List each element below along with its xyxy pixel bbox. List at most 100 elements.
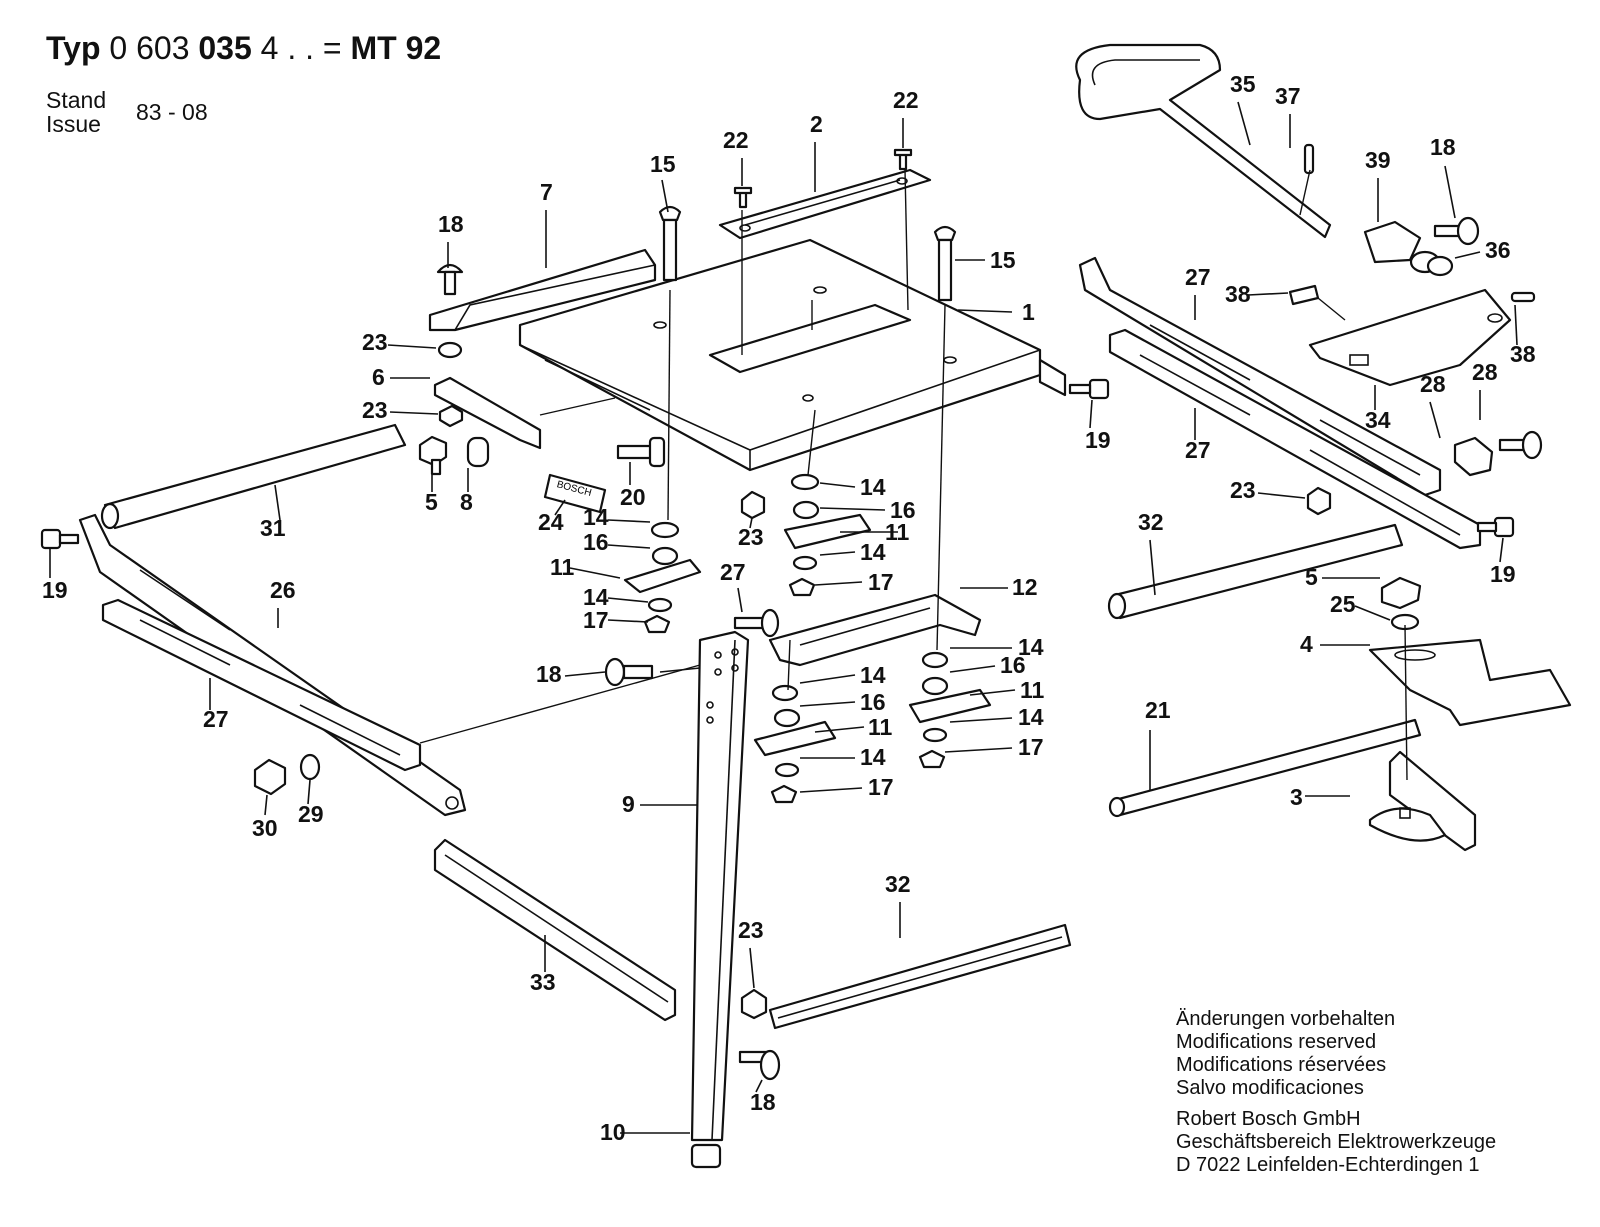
part-number-callout: 37 bbox=[1275, 83, 1301, 109]
bolt-18-upper bbox=[436, 263, 464, 296]
part-number-callout: 23 bbox=[738, 524, 764, 550]
screw-20 bbox=[616, 436, 666, 468]
callout-leader bbox=[661, 179, 669, 213]
part-number-callout: 14 bbox=[860, 744, 886, 770]
callout-leader bbox=[944, 747, 1013, 753]
callout-leader bbox=[737, 587, 743, 613]
part-number-callout: 7 bbox=[540, 179, 553, 205]
slot-plate-part bbox=[718, 168, 932, 240]
part-number-callout: 38 bbox=[1510, 341, 1536, 367]
part-number-callout: 14 bbox=[860, 662, 886, 688]
bolt-28-left bbox=[733, 608, 780, 638]
callout-leader bbox=[949, 717, 1013, 723]
part-number-callout: 1 bbox=[1022, 299, 1035, 325]
part-number-callout: 26 bbox=[270, 577, 296, 603]
part-number-callout: 28 bbox=[1420, 371, 1446, 397]
part-number-callout: 24 bbox=[538, 509, 564, 535]
part-number-callout: 17 bbox=[868, 774, 894, 800]
issue-label: Issue bbox=[46, 111, 101, 137]
callout-leader bbox=[1257, 492, 1306, 499]
screw-19-left bbox=[40, 528, 80, 550]
callout-leader bbox=[1444, 165, 1456, 219]
part-number-callout: 19 bbox=[1085, 427, 1111, 453]
callout-leader bbox=[607, 519, 651, 523]
fence-35-part bbox=[1308, 288, 1512, 387]
stand-label: Stand bbox=[46, 87, 107, 113]
part-number-callout: 39 bbox=[1365, 147, 1391, 173]
bracket-40 bbox=[1363, 220, 1422, 264]
callout-leader bbox=[819, 551, 856, 556]
part-number-callout: 10 bbox=[600, 1119, 626, 1145]
part-number-callout: 23 bbox=[362, 397, 388, 423]
rod-21-part bbox=[1108, 718, 1422, 818]
part-number-callout: 30 bbox=[252, 815, 278, 841]
part-number-callout: 33 bbox=[530, 969, 556, 995]
protractor-3-part bbox=[1368, 750, 1477, 852]
typ-label: Typ bbox=[46, 30, 101, 66]
brace-34-part bbox=[433, 838, 677, 1022]
callout-leader bbox=[749, 517, 753, 529]
callout-leader bbox=[1089, 399, 1093, 429]
clamp-stack-left bbox=[623, 521, 702, 634]
part-number-callout: 6 bbox=[372, 364, 385, 390]
part-number-callout: 27 bbox=[1185, 264, 1211, 290]
callout-leader bbox=[1514, 304, 1518, 346]
typ-number-a: 0 603 bbox=[109, 30, 190, 66]
callout-leader bbox=[387, 344, 437, 349]
issue-block: Stand Issue bbox=[46, 88, 106, 136]
part-number-callout: 14 bbox=[1018, 704, 1044, 730]
bolt-28-right bbox=[1498, 430, 1543, 460]
tube-32-right bbox=[1107, 523, 1404, 620]
screw-19-right-upper bbox=[1068, 378, 1110, 400]
callout-leader bbox=[607, 544, 651, 549]
part-number-callout: 16 bbox=[1000, 652, 1026, 678]
typ-number-c: 4 . . = bbox=[260, 30, 342, 66]
part-number-callout: 15 bbox=[650, 151, 676, 177]
callout-leader bbox=[949, 665, 996, 673]
part-number-callout: 11 bbox=[885, 519, 910, 545]
part-number-callout: 29 bbox=[298, 801, 324, 827]
callout-leader bbox=[307, 779, 311, 805]
callout-leader bbox=[814, 726, 865, 733]
part-number-callout: 14 bbox=[860, 474, 886, 500]
part-number-callout: 14 bbox=[860, 539, 886, 565]
part-number-callout: 8 bbox=[460, 489, 473, 515]
part-number-callout: 32 bbox=[1138, 509, 1164, 535]
part-number-callout: 15 bbox=[990, 247, 1016, 273]
handle-36-part bbox=[1075, 43, 1332, 239]
screw-22-left bbox=[733, 186, 753, 209]
part-number-callout: 27 bbox=[720, 559, 746, 585]
callout-leader bbox=[554, 499, 566, 516]
knob-5-left bbox=[418, 435, 448, 476]
part-number-callout: 17 bbox=[583, 607, 609, 633]
leg-9-part bbox=[690, 630, 750, 1142]
footer-company: Robert Bosch GmbH bbox=[1176, 1108, 1361, 1130]
callout-leader bbox=[814, 581, 863, 586]
callout-leader bbox=[1354, 605, 1391, 621]
rail-27-left-lower bbox=[101, 598, 422, 772]
bolt-18-right bbox=[1433, 216, 1480, 246]
part-number-callout: 23 bbox=[1230, 477, 1256, 503]
part-number-callout: 9 bbox=[622, 791, 635, 817]
part-number-callout: 18 bbox=[438, 211, 464, 237]
bracket-7-part bbox=[428, 248, 657, 332]
clamp-stack-right-upper bbox=[783, 473, 872, 597]
part-number-callout: 16 bbox=[583, 529, 609, 555]
bracket-12-part bbox=[768, 593, 982, 667]
bolt-18-lower bbox=[738, 1049, 781, 1081]
typ-number-b: 035 bbox=[198, 30, 252, 66]
part-number-callout: 21 bbox=[1145, 697, 1171, 723]
part-number-callout: 19 bbox=[1490, 561, 1516, 587]
rail-27-right-upper bbox=[1078, 256, 1442, 497]
callout-leader bbox=[1454, 251, 1481, 259]
callout-layer: 1234556789101111111112141414141414141415… bbox=[42, 71, 1536, 1145]
part-number-callout: 35 bbox=[1230, 71, 1256, 97]
part-number-callout: 18 bbox=[750, 1089, 776, 1115]
screw-22-right bbox=[893, 148, 913, 171]
part-number-callout: 5 bbox=[425, 489, 438, 515]
nut-23-lower bbox=[740, 988, 768, 1020]
part-number-callout: 38 bbox=[1225, 281, 1251, 307]
callout-leader bbox=[1499, 537, 1504, 563]
clamp-stack-mid bbox=[753, 684, 837, 804]
